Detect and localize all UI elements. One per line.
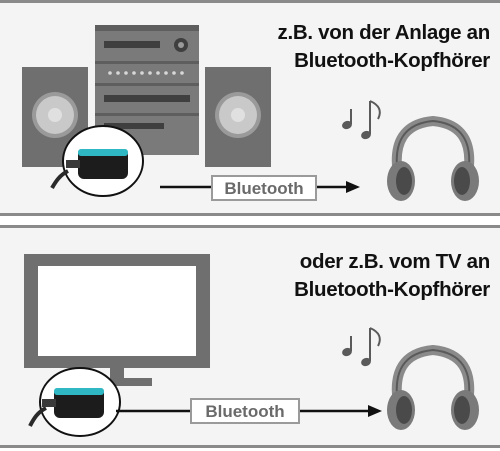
music-notes-icon xyxy=(342,327,381,367)
bluetooth-adapter-icon xyxy=(28,367,121,437)
tv-icon xyxy=(24,254,210,386)
tv-panel: Bluetooth oder z.B. vom TV an Bluetoo xyxy=(0,225,500,448)
bluetooth-label-box xyxy=(211,175,317,201)
caption-line-2: Bluetooth-Kopfhörer xyxy=(294,278,490,301)
caption-line-1: oder z.B. vom TV an xyxy=(299,250,491,273)
caption: oder z.B. vom TV an Bluetooth-Kopfhörer xyxy=(294,248,490,304)
left-speaker-icon xyxy=(22,67,88,167)
caption-line-2: Bluetooth-Kopfhörer xyxy=(294,49,490,72)
music-notes-icon xyxy=(342,100,381,140)
bluetooth-adapter-icon xyxy=(50,125,144,197)
bluetooth-link-label: Bluetooth xyxy=(224,179,303,198)
bluetooth-link-label: Bluetooth xyxy=(205,402,284,421)
right-speaker-icon xyxy=(205,67,271,167)
stereo-system-icon xyxy=(95,25,199,155)
headphones-icon xyxy=(387,115,479,201)
caption: z.B. von der Anlage an Bluetooth-Kopfhör… xyxy=(277,19,491,75)
stereo-panel: Bluetooth z.B. von der Anlage an Blue xyxy=(0,0,500,216)
bluetooth-label-box xyxy=(190,398,300,424)
tv-scene: Bluetooth xyxy=(24,254,479,437)
caption-line-1: z.B. von der Anlage an xyxy=(277,21,491,44)
stereo-scene: Bluetooth xyxy=(22,25,479,201)
headphones-icon xyxy=(387,344,479,430)
